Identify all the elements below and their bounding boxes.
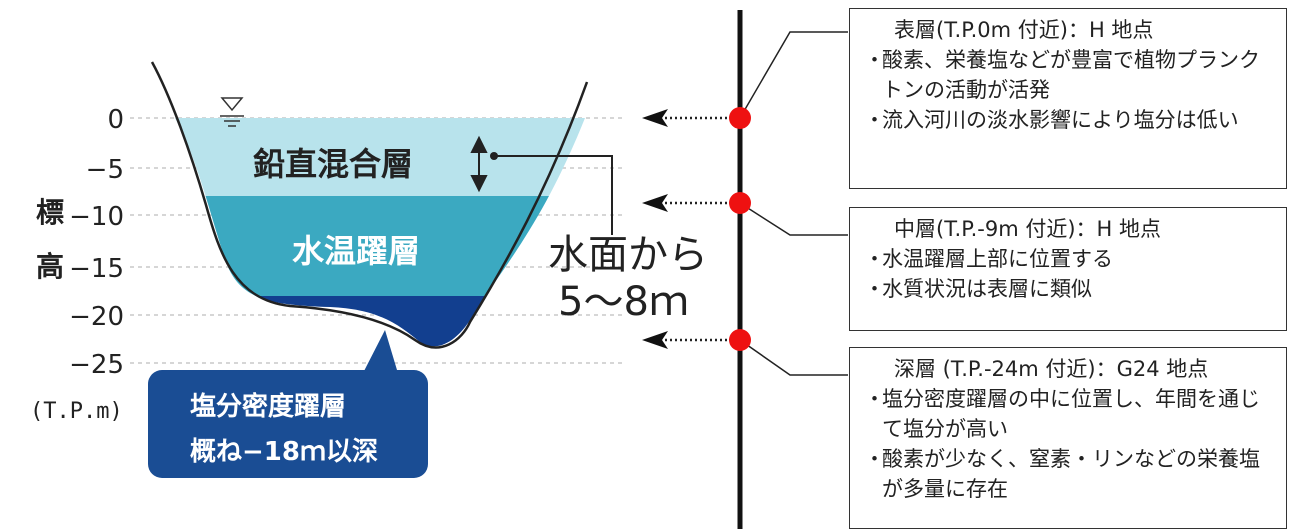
- connector-line: [494, 155, 613, 235]
- tick-label-20: −20: [69, 302, 124, 332]
- mixed-layer-label: 鉛直混合層: [253, 145, 413, 183]
- tick-label-5: −5: [86, 155, 124, 185]
- pointer-arrow-surface: [642, 109, 668, 127]
- axis-label-char-1: 標: [36, 196, 64, 229]
- surface-box-title: 表層(T.P.0m 付近)：H 地点: [894, 18, 1154, 42]
- middle-box-title: 中層(T.P.-9m 付近)：H 地点: [894, 217, 1162, 241]
- deep-box-title: 深層 (T.P.-24m 付近)：G24 地点: [894, 357, 1209, 381]
- surface-marker: [729, 107, 751, 129]
- surface-bullet-1: 酸素、栄養塩などが豊富で植物プランクトンの活動が活発: [864, 45, 1276, 105]
- middle-info-box: 中層(T.P.-9m 付近)：H 地点 水温躍層上部に位置する 水質状況は表層に…: [849, 207, 1287, 331]
- basin-outline: [150, 61, 589, 349]
- depth-annotation-line-1: 水面から: [548, 232, 708, 278]
- middle-bullet-2: 水質状況は表層に類似: [864, 274, 1276, 304]
- surface-bullet-2: 流入河川の淡水影響により塩分は低い: [864, 105, 1276, 135]
- surface-info-box: 表層(T.P.0m 付近)：H 地点 酸素、栄養塩などが豊富で植物プランクトンの…: [849, 8, 1287, 189]
- middle-bullet-1: 水温躍層上部に位置する: [864, 244, 1276, 274]
- deep-bullet-2: 酸素が少なく、窒素・リンなどの栄養塩が多量に存在: [864, 444, 1276, 504]
- axis-label-char-2: 高: [36, 250, 64, 283]
- halocline-callout-line-2: 概ね−18ｍ以深: [190, 437, 378, 467]
- axis-unit: (T.P.m): [30, 399, 123, 424]
- halocline-callout: 塩分密度躍層 概ね−18ｍ以深: [148, 330, 428, 478]
- tick-label-15: −15: [69, 254, 124, 284]
- water-surface-icon: [220, 97, 244, 127]
- deep-box-connector: [739, 339, 848, 376]
- tick-label-0: 0: [107, 105, 124, 135]
- tick-label-25: −25: [69, 350, 124, 380]
- thermocline-layer-label: 水温躍層: [292, 232, 420, 270]
- middle-marker: [729, 192, 751, 214]
- pointer-arrow-deep: [642, 331, 668, 349]
- deep-marker: [729, 329, 751, 351]
- tick-label-10: −10: [69, 202, 124, 232]
- mixing-depth-arrow: [470, 135, 488, 193]
- depth-annotation-line-2: 5～8ｍ: [558, 279, 689, 325]
- surface-box-connector: [739, 31, 848, 119]
- middle-box-connector: [739, 202, 848, 236]
- deep-bullet-1: 塩分密度躍層の中に位置し、年間を通じて塩分が高い: [864, 384, 1276, 444]
- pointer-arrow-middle: [642, 194, 668, 212]
- dotted-pointers: [665, 116, 728, 342]
- halocline-callout-line-1: 塩分密度躍層: [190, 391, 346, 422]
- deep-info-box: 深層 (T.P.-24m 付近)：G24 地点 塩分密度躍層の中に位置し、年間を…: [849, 347, 1287, 529]
